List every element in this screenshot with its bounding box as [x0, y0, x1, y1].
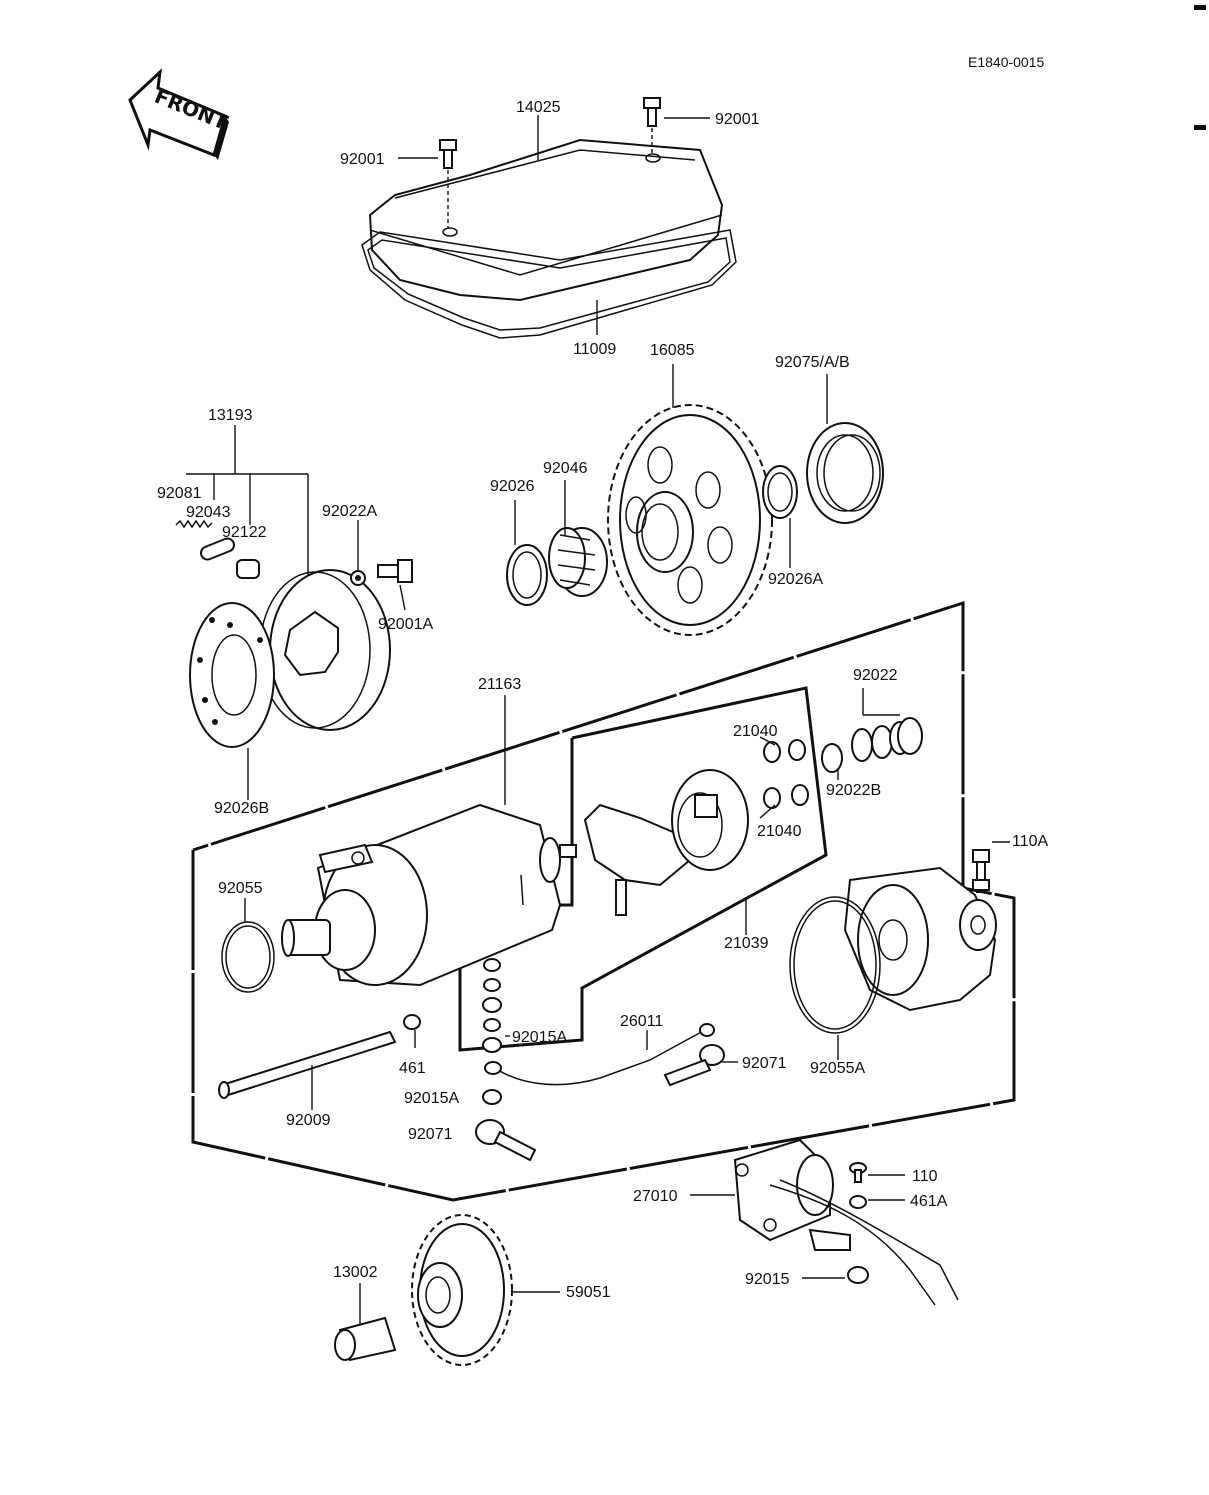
callout-21163: 21163 [478, 676, 521, 693]
callout-92026: 92026 [490, 478, 535, 495]
edge-mark [1194, 125, 1206, 130]
bolt-110A [972, 849, 990, 893]
callout-27010: 27010 [633, 1188, 678, 1205]
cover-14025 [368, 138, 724, 302]
callout-92075: 92075/A/B [775, 354, 850, 371]
callout-92022: 92022 [853, 667, 898, 684]
callout-461: 461 [399, 1060, 426, 1077]
idle-gear-59051 [411, 1214, 513, 1366]
callout-21040-bottom: 21040 [757, 823, 802, 840]
washer-92022B [821, 743, 843, 773]
cable-26011 [484, 1023, 715, 1086]
callout-59051: 59051 [566, 1284, 611, 1301]
gasket-11009 [361, 229, 737, 339]
callout-13002: 13002 [333, 1264, 378, 1281]
callout-92122: 92122 [222, 524, 267, 541]
callout-110: 110 [912, 1168, 938, 1185]
callout-92015A-bottom: 92015A [404, 1090, 459, 1107]
washer-461A [849, 1195, 867, 1209]
callout-92022A: 92022A [322, 503, 377, 520]
o-ring-92055A [789, 896, 881, 1034]
callout-92009: 92009 [286, 1112, 331, 1129]
callout-92046: 92046 [543, 460, 588, 477]
callout-11009: 11009 [573, 341, 616, 358]
terminal-washers-92015A [482, 958, 502, 1053]
screw-110 [849, 1162, 867, 1183]
callout-21039: 21039 [724, 935, 769, 952]
bolt-92001A [377, 559, 413, 583]
shaft-13002 [334, 1316, 397, 1362]
starter-motor [281, 803, 577, 987]
nut-92015A [482, 1089, 502, 1105]
callout-92015: 92015 [745, 1271, 790, 1288]
needle-bearing-92046 [548, 527, 608, 597]
callout-16085: 16085 [650, 342, 695, 359]
roller-92122 [236, 559, 260, 579]
nut-92015 [847, 1266, 869, 1284]
callout-92001A: 92001A [378, 616, 433, 633]
callout-92071-left: 92071 [408, 1126, 453, 1143]
spring-92081 [175, 519, 213, 529]
washer-92026 [506, 544, 548, 606]
callout-92055: 92055 [218, 880, 263, 897]
diagram-code: E1840-0015 [968, 54, 1045, 70]
edge-mark [1194, 5, 1206, 10]
callout-92055A: 92055A [810, 1060, 865, 1077]
callout-92015A-top: 92015A [512, 1029, 567, 1046]
washer-92026A [762, 465, 798, 519]
callout-14025: 14025 [516, 99, 561, 116]
starter-assembly-outline [191, 600, 1016, 1202]
callout-92001-right: 92001 [715, 111, 760, 128]
callout-92071-right: 92071 [742, 1055, 787, 1072]
washer-92022A [350, 570, 366, 586]
front-arrow-icon: FRONT [128, 68, 232, 160]
starter-clutch [259, 569, 391, 731]
fitting-92071-left [475, 1119, 537, 1162]
callout-461A: 461A [910, 1193, 948, 1210]
callout-92022B: 92022B [826, 782, 881, 799]
callout-13193: 13193 [208, 407, 253, 424]
callout-92001-left: 92001 [340, 151, 385, 168]
seal-92075 [806, 422, 884, 524]
washers-92022 [851, 717, 923, 762]
gear-16085 [607, 404, 773, 636]
callout-92026A: 92026A [768, 571, 823, 588]
brush-21040-bottom [763, 784, 809, 809]
o-ring-92055 [221, 921, 275, 993]
bolt-92001-right [643, 97, 661, 155]
brush-holder [583, 769, 749, 916]
callout-92043: 92043 [186, 504, 231, 521]
bolt-92001-left [439, 139, 457, 228]
brush-21040-top [763, 739, 806, 763]
callout-92026B: 92026B [214, 800, 269, 817]
pin-92043 [200, 537, 235, 561]
washer-461 [403, 1014, 421, 1030]
fitting-92071-right [663, 1044, 725, 1087]
through-bolt-92009 [218, 1030, 397, 1099]
callout-92081: 92081 [157, 485, 202, 502]
plate-92026B [189, 602, 275, 748]
callout-26011: 26011 [620, 1013, 663, 1030]
starter-relay-27010 [733, 1138, 959, 1306]
callout-21040-top: 21040 [733, 723, 778, 740]
brush-assembly-outline [458, 686, 828, 1052]
callout-110A: 110A [1012, 833, 1049, 850]
end-cover [843, 866, 997, 1012]
